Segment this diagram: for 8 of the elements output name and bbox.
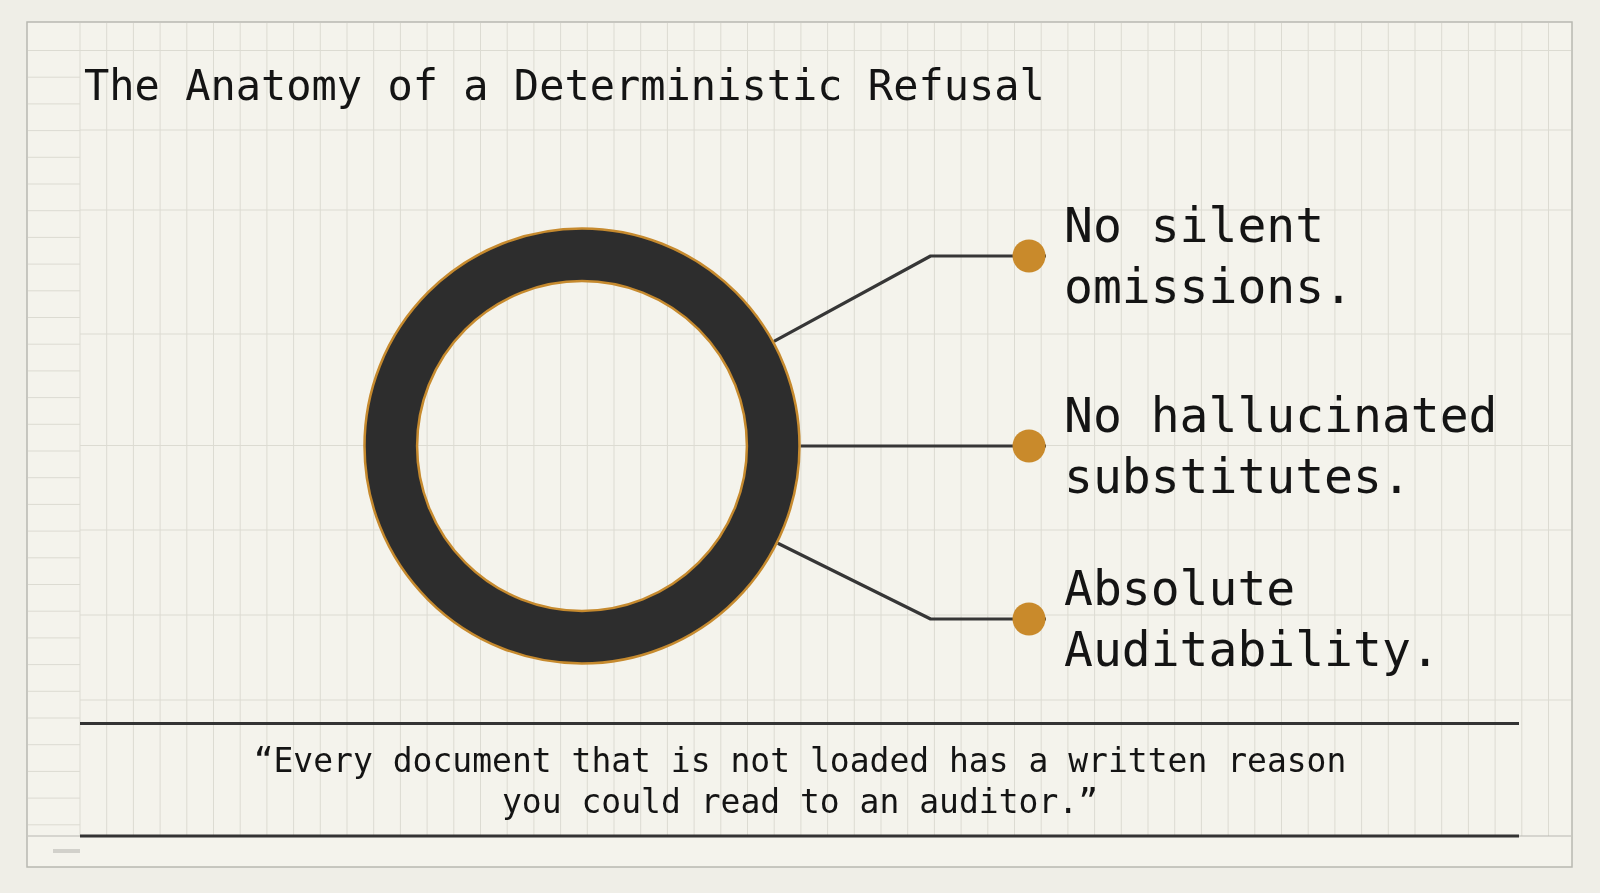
title: The Anatomy of a Deterministic Refusal (84, 61, 1045, 111)
connector (773, 239, 1046, 343)
quote-text: “Every document that is not loaded has a written reason you could read to an auditor.” (252, 740, 1348, 822)
point-text: No silent omissions. (1046, 195, 1516, 317)
connector (777, 541, 1046, 636)
point-text: No hallucinated substitutes. (1046, 385, 1516, 507)
point-text: Absolute Auditability. (1046, 558, 1516, 680)
connector (800, 429, 1046, 463)
